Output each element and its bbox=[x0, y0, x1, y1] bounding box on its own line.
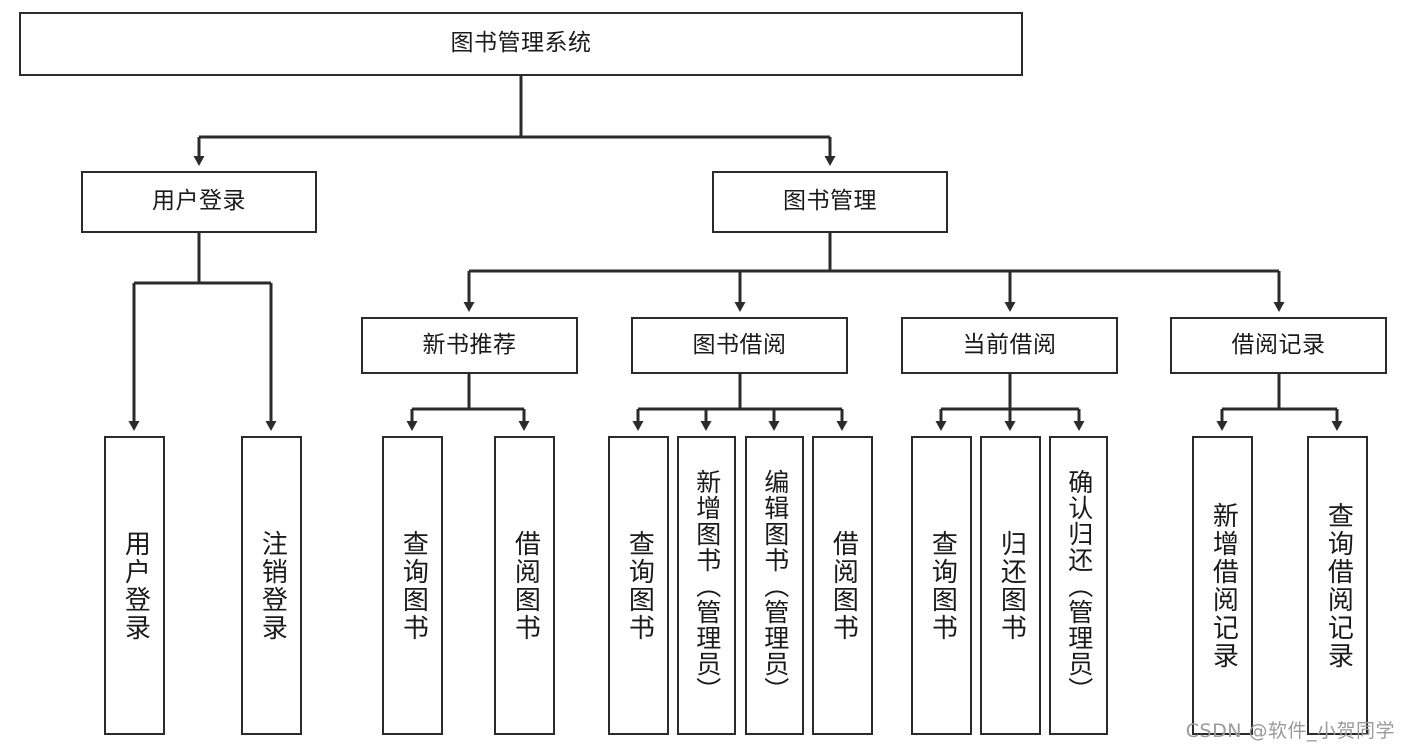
node-new-book-rec[interactable]: 新书推荐 bbox=[361, 317, 578, 374]
watermark: CSDN @软件_小贺同学 bbox=[1185, 720, 1395, 742]
node-leaf-query-book-1[interactable]: 查询图书 bbox=[382, 436, 443, 735]
node-leaf-query-record[interactable]: 查询借阅记录 bbox=[1307, 436, 1368, 735]
node-leaf-borrow-book-2[interactable]: 借阅图书 bbox=[812, 436, 873, 735]
node-leaf-return-book[interactable]: 归还图书 bbox=[980, 436, 1041, 735]
node-leaf-user-login[interactable]: 用户登录 bbox=[104, 436, 165, 735]
node-leaf-query-book-3[interactable]: 查询图书 bbox=[911, 436, 972, 735]
node-borrow-record[interactable]: 借阅记录 bbox=[1170, 317, 1387, 374]
node-leaf-add-record[interactable]: 新增借阅记录 bbox=[1192, 436, 1253, 735]
node-leaf-add-book[interactable]: 新增图书（管理员） bbox=[677, 436, 736, 735]
node-leaf-query-book-2[interactable]: 查询图书 bbox=[608, 436, 669, 735]
node-leaf-user-logout[interactable]: 注销登录 bbox=[241, 436, 302, 735]
node-user-login[interactable]: 用户登录 bbox=[81, 171, 317, 233]
node-leaf-confirm-return[interactable]: 确认归还（管理员） bbox=[1049, 436, 1108, 735]
node-leaf-borrow-book-1[interactable]: 借阅图书 bbox=[494, 436, 555, 735]
node-book-manage[interactable]: 图书管理 bbox=[712, 171, 948, 233]
node-current-borrow[interactable]: 当前借阅 bbox=[901, 317, 1118, 374]
node-leaf-edit-book[interactable]: 编辑图书（管理员） bbox=[745, 436, 804, 735]
node-root[interactable]: 图书管理系统 bbox=[19, 12, 1023, 76]
node-book-borrow[interactable]: 图书借阅 bbox=[631, 317, 848, 374]
